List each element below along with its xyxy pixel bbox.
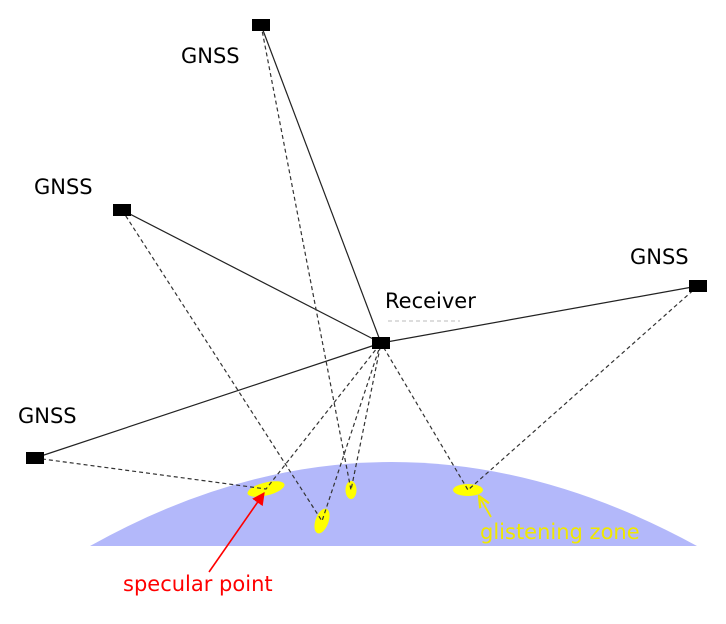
receiver-label: Receiver	[385, 289, 476, 313]
direct-signal-lines	[34, 24, 699, 459]
direct-line-left-lower	[34, 342, 382, 459]
gnss-label-left-upper: GNSS	[34, 175, 93, 199]
direct-line-top	[260, 24, 382, 344]
glistening-zone-middle	[314, 508, 330, 534]
reflected-path-top	[260, 24, 382, 491]
gnss-satellite-left-lower	[26, 452, 44, 464]
gnss-label-left-lower: GNSS	[18, 404, 77, 428]
reflected-path-left-lower	[34, 342, 382, 490]
specular-point-label: specular point	[123, 572, 273, 596]
direct-line-left-upper	[121, 209, 382, 344]
gnss-label-top: GNSS	[181, 44, 240, 68]
gnss-satellite-top	[252, 19, 270, 31]
gnss-label-right: GNSS	[630, 245, 689, 269]
reflected-signal-lines	[34, 24, 699, 523]
glistening-zone-arrow	[479, 496, 492, 518]
glistening-zone-small	[345, 481, 357, 499]
receiver-node	[372, 337, 390, 349]
specular-point-arrow	[208, 491, 265, 573]
direct-line-right	[380, 285, 699, 344]
gnss-satellite-left-upper	[113, 204, 131, 216]
glistening-zone-right	[453, 484, 483, 496]
reflected-path-right	[380, 285, 699, 491]
gnss-satellite-right	[689, 280, 707, 292]
glistening-zone-label: glistening zone	[480, 520, 640, 544]
